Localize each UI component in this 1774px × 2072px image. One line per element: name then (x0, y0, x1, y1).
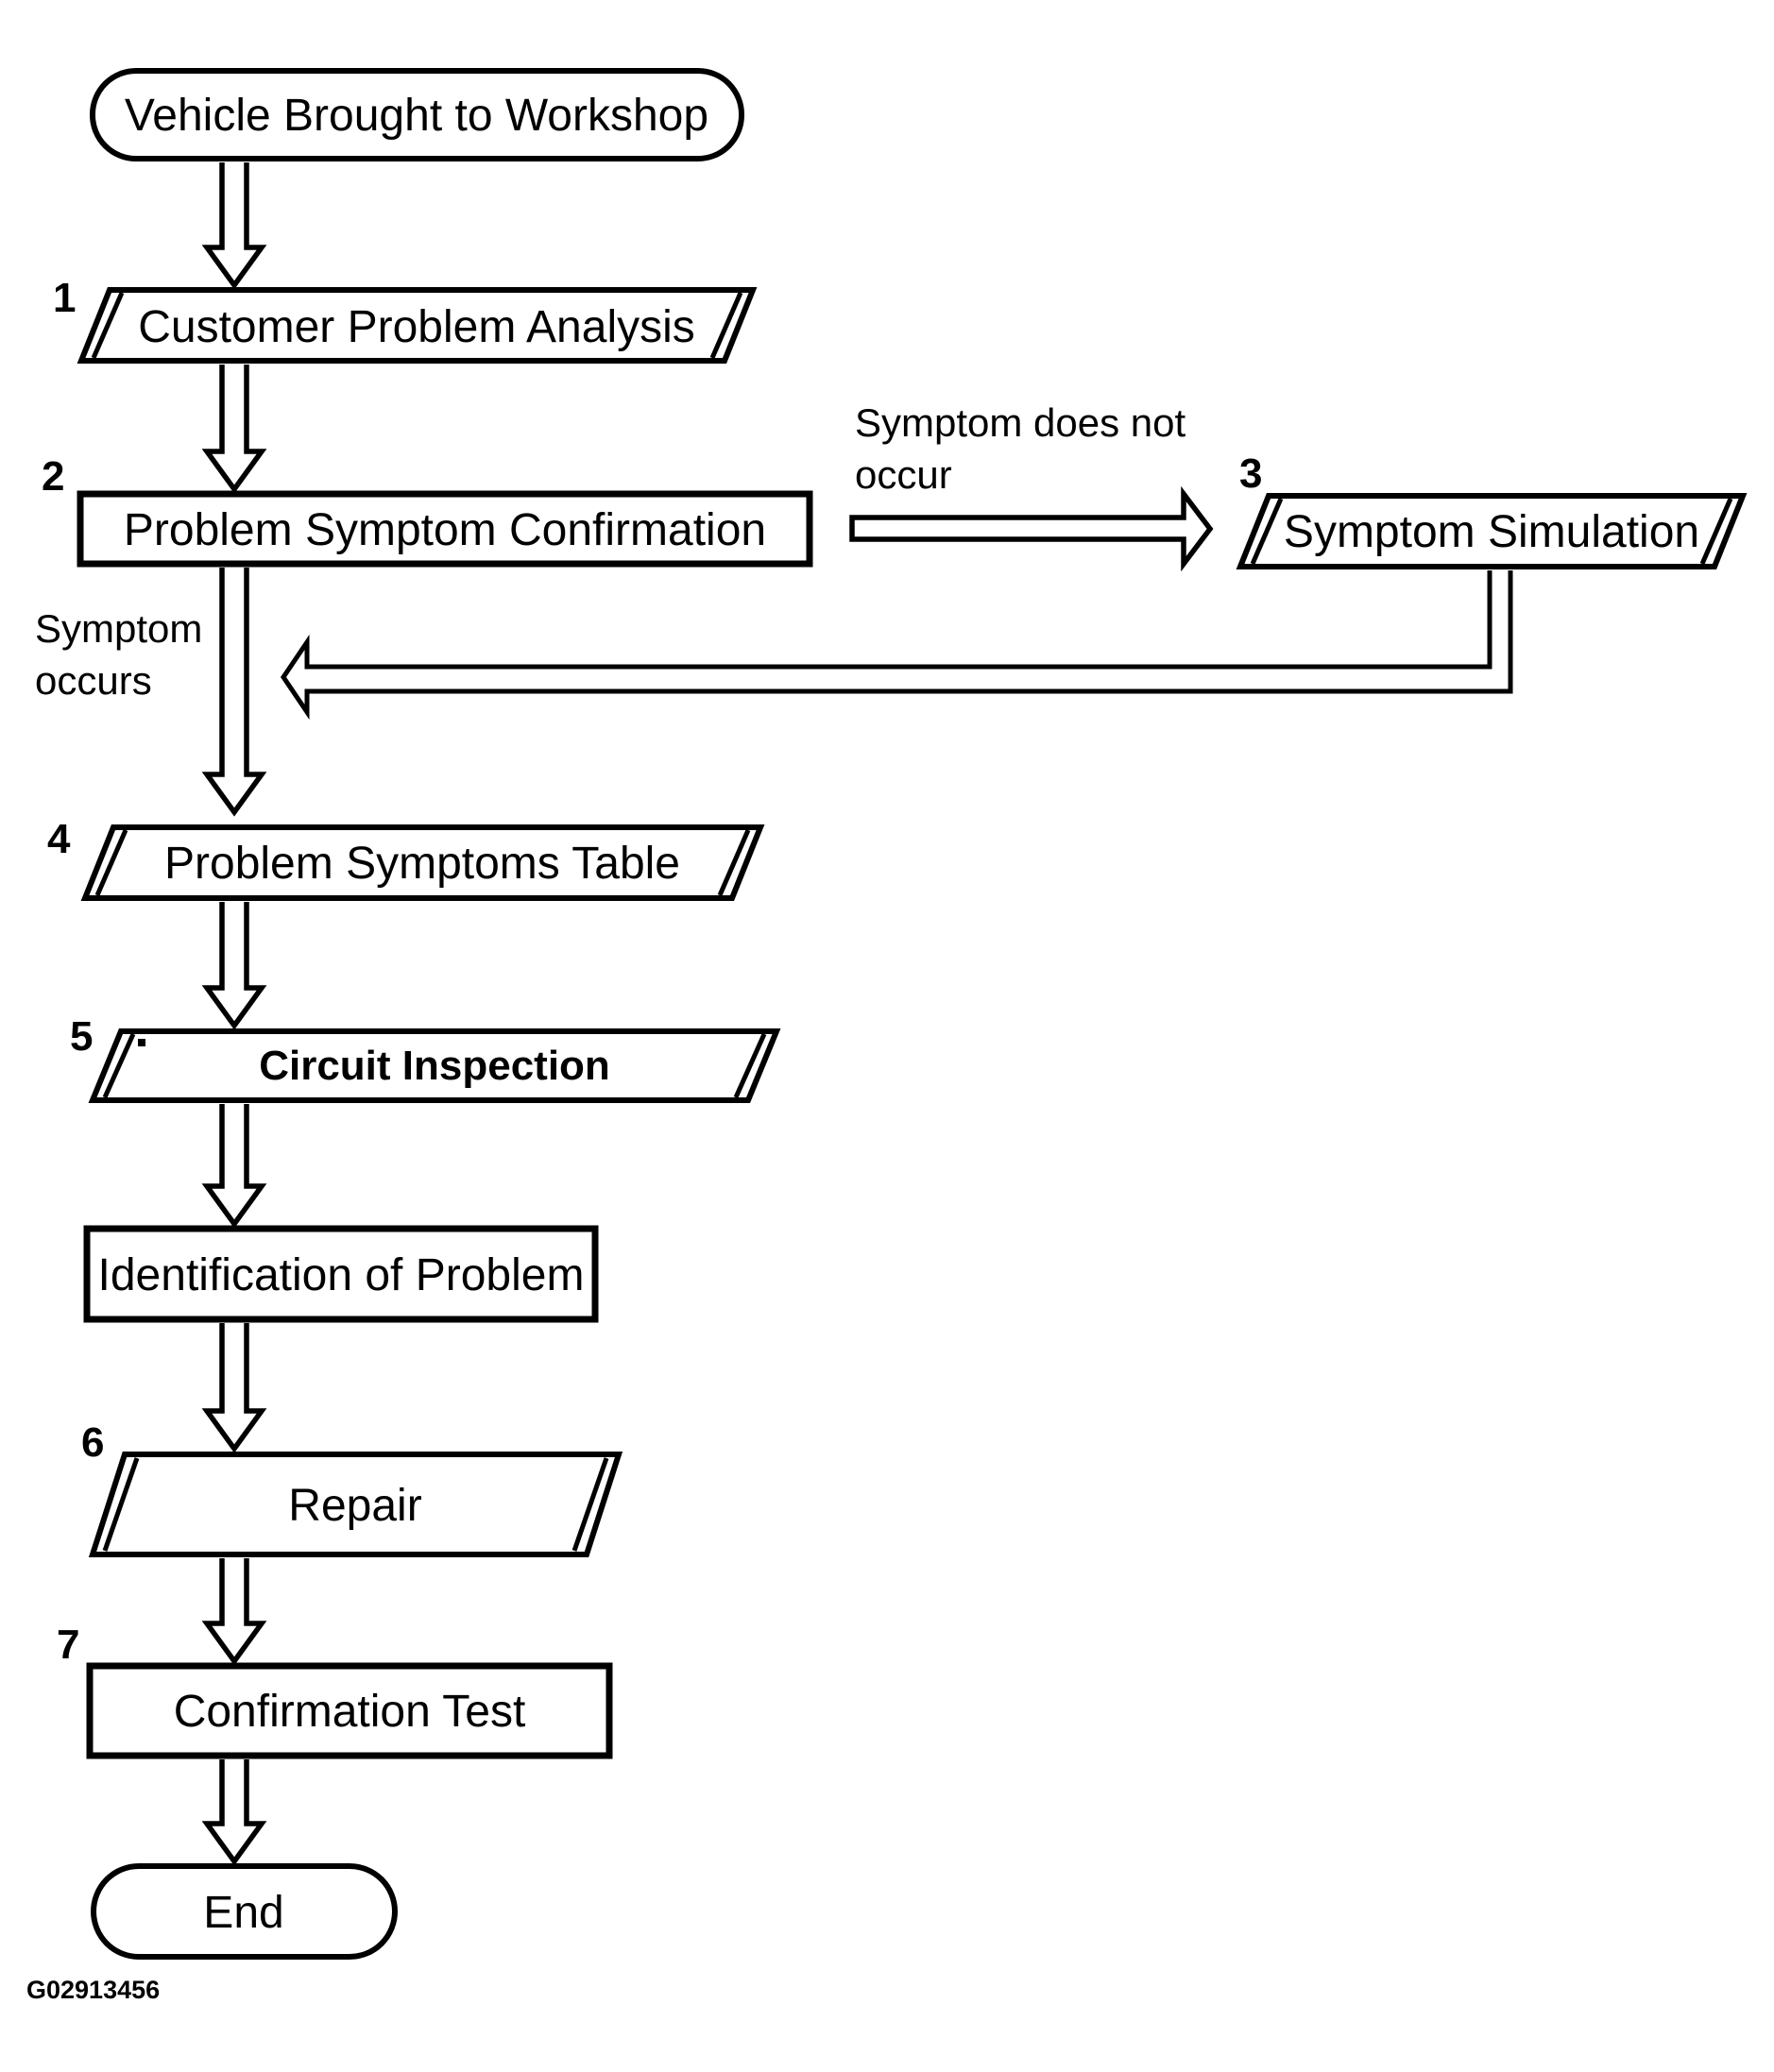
branch-label-line2: occurs (35, 658, 152, 703)
parallelogram-step6-shape (88, 1452, 623, 1557)
flow-arrow-right (849, 485, 1214, 572)
node-end-label: End (203, 1888, 283, 1938)
step3-left-slash (1250, 498, 1284, 565)
terminator-start-shape (90, 68, 744, 161)
node-step6: 6 Repair (81, 1419, 623, 1557)
step4-right-slash (717, 829, 751, 896)
node-step7: 7 Confirmation Test (57, 1622, 613, 1759)
step7-number: 7 (57, 1622, 79, 1668)
identification-label: Identification of Problem (98, 1250, 585, 1300)
step1-number: 1 (53, 275, 76, 321)
flow-arrow-down-1 (201, 162, 267, 290)
node-start-label: Vehicle Brought to Workshop (125, 91, 708, 141)
parallelogram-step4-shape (80, 824, 765, 901)
node-step3: 3 Symptom Simulation (1236, 450, 1748, 569)
step4-left-slash (94, 829, 128, 896)
step7-label: Confirmation Test (174, 1687, 526, 1737)
step3-number: 3 (1239, 450, 1262, 497)
parallelogram-step5-shape (88, 1028, 781, 1103)
figure-caption: G02913456 (26, 1976, 160, 2004)
node-identification: Identification of Problem (83, 1225, 599, 1323)
step5-left-slash (102, 1032, 136, 1099)
flow-arrow-down-4 (201, 902, 267, 1030)
rectangle-step7-shape (86, 1662, 613, 1759)
parallelogram-step1-shape (77, 287, 758, 364)
terminator-end-shape (91, 1863, 398, 1960)
branch-label-symptom-does-not-occur: Symptom does not occur (855, 400, 1186, 497)
node-end: End (91, 1863, 398, 1960)
node-start: Vehicle Brought to Workshop (90, 68, 744, 161)
step2-number: 2 (42, 453, 64, 500)
step6-label: Repair (288, 1481, 421, 1531)
return-arrow-left (280, 570, 1513, 721)
step1-label: Customer Problem Analysis (138, 302, 695, 352)
node-step5: 5 Circuit Inspection (70, 1013, 781, 1103)
step5-label: Circuit Inspection (259, 1043, 610, 1089)
node-step4: 4 Problem Symptoms Table (47, 816, 765, 901)
step5-number: 5 (70, 1013, 93, 1060)
step4-number: 4 (47, 816, 71, 862)
parallelogram-step3-shape (1236, 493, 1748, 569)
stray-dot (138, 1039, 145, 1046)
rectangle-step2-shape (77, 490, 813, 568)
step1-right-slash (709, 292, 743, 359)
branch-label-line1: Symptom does not (855, 400, 1186, 445)
step6-number: 6 (81, 1419, 104, 1466)
flow-arrow-down-2 (201, 365, 267, 494)
step3-label: Symptom Simulation (1284, 507, 1699, 557)
rectangle-identification-shape (83, 1225, 599, 1323)
step2-label: Problem Symptom Confirmation (124, 505, 766, 555)
node-step2: 2 Problem Symptom Confirmation (42, 453, 813, 568)
step6-right-slash (571, 1457, 609, 1552)
step4-label: Problem Symptoms Table (164, 839, 680, 889)
branch-label-symptom-occurs: Symptom occurs (35, 606, 202, 703)
flow-arrow-down-3 (201, 568, 267, 817)
flow-arrow-down-7 (201, 1558, 267, 1666)
flow-arrow-down-5 (201, 1104, 267, 1229)
branch-label-line1: Symptom (35, 606, 202, 651)
branch-label-line2: occur (855, 452, 952, 497)
node-step1: 1 Customer Problem Analysis (53, 275, 758, 364)
step3-right-slash (1699, 498, 1733, 565)
flow-arrow-down-6 (201, 1323, 267, 1453)
step5-right-slash (733, 1032, 767, 1099)
flow-arrow-down-8 (201, 1759, 267, 1866)
step1-left-slash (91, 292, 125, 359)
step6-left-slash (102, 1457, 140, 1552)
